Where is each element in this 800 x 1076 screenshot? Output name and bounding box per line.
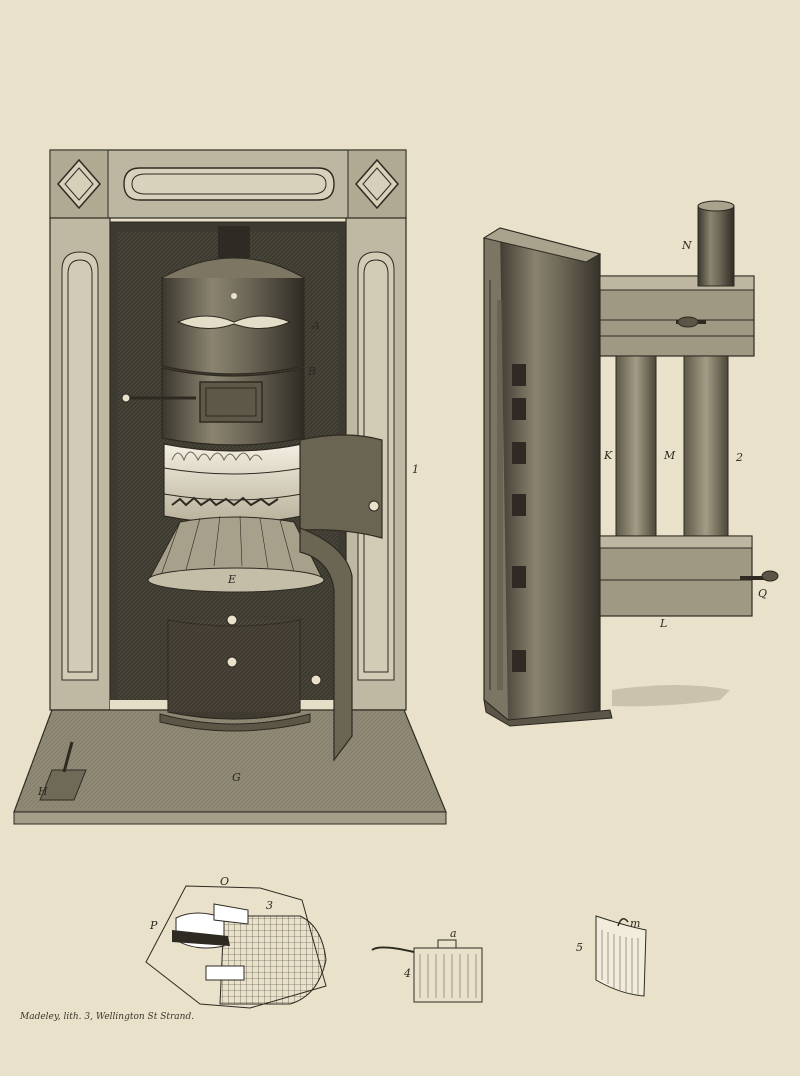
figure-5-number: 5 — [576, 941, 583, 954]
lithographer-imprint: Madeley, lith. 3, Wellington St Strand. — [20, 1012, 195, 1022]
stove-label-b: B — [308, 365, 317, 378]
figure-5-label-m: m — [630, 917, 641, 930]
figure-4-box — [413, 947, 483, 1003]
leaf-ornament — [176, 315, 292, 329]
stove-label-g: G — [232, 771, 241, 784]
diamond-ornament-right — [355, 158, 399, 210]
figure-3-label-o: O — [220, 875, 230, 888]
hinge — [512, 650, 526, 672]
lower-open-door — [299, 527, 353, 762]
hinge — [512, 442, 526, 464]
press-label-2: 2 — [736, 451, 743, 464]
hinge — [512, 566, 526, 588]
press-label-l: L — [660, 617, 668, 630]
figure-4-label-a: a — [450, 927, 457, 940]
press-label-k: K — [604, 449, 613, 462]
figure-3-number: 3 — [266, 899, 273, 912]
pillar-m — [683, 355, 729, 537]
press-label-q: Q — [758, 587, 768, 600]
press-label-m: M — [664, 449, 676, 462]
lower-crossbar — [599, 535, 753, 617]
figure-3-grate — [145, 885, 327, 1009]
stove-figure — [13, 149, 447, 825]
figure-4-number: 4 — [404, 967, 411, 980]
figure-3-label-p: P — [150, 919, 158, 932]
diamond-ornament-left — [57, 158, 101, 210]
hinge — [512, 494, 526, 516]
hinge — [512, 398, 526, 420]
stove-label-h: H — [38, 785, 48, 798]
press-label-n: N — [682, 239, 692, 252]
cartouche-panel — [123, 167, 335, 201]
press-cylinder — [697, 205, 735, 287]
press-figure — [482, 200, 779, 727]
figure-5-basket — [595, 915, 647, 997]
figure-5-body — [595, 915, 647, 997]
open-side-door — [299, 434, 383, 539]
stove-label-a: A — [312, 319, 320, 332]
figure-4-pan — [371, 939, 483, 1003]
hearth-shovel — [39, 769, 87, 801]
stove-label-1: 1 — [412, 463, 419, 476]
stove-door — [199, 381, 263, 423]
hinge — [512, 364, 526, 386]
figure-3-grid — [219, 915, 327, 1005]
stove-label-e: E — [228, 573, 237, 586]
pillar-k — [615, 355, 657, 537]
